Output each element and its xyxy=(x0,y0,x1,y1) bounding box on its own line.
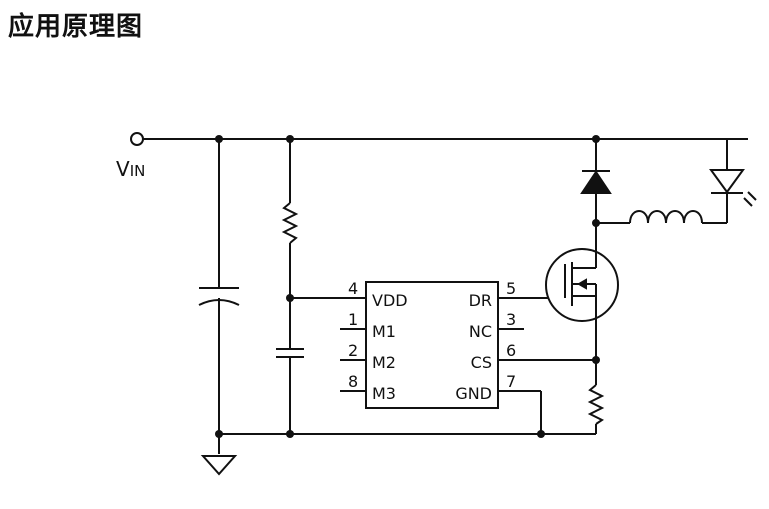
ic-body xyxy=(365,281,499,409)
startup-resistor xyxy=(281,139,299,298)
pin-num-6: 6 xyxy=(506,341,516,360)
diode-icon xyxy=(580,139,612,223)
page-title: 应用原理图 xyxy=(8,12,144,42)
pin-name-m3: M3 xyxy=(372,384,396,403)
terminal-circle-icon xyxy=(130,132,144,146)
pin-num-7: 7 xyxy=(506,372,516,391)
pin-num-1: 1 xyxy=(348,310,358,329)
pin-name-gnd: GND xyxy=(455,384,492,403)
pin-name-dr: DR xyxy=(469,291,492,310)
pin-name-m2: M2 xyxy=(372,353,396,372)
pin-name-vdd: VDD xyxy=(372,291,408,310)
sense-resistor xyxy=(587,360,605,434)
pin-num-5: 5 xyxy=(506,279,516,298)
led-icon xyxy=(709,139,757,207)
pin-name-m1: M1 xyxy=(372,322,396,341)
pin-name-nc: NC xyxy=(469,322,492,341)
ground-icon xyxy=(200,434,238,476)
pin-num-2: 2 xyxy=(348,341,358,360)
pin-num-8: 8 xyxy=(348,372,358,391)
vdd-capacitor xyxy=(276,298,304,434)
vin-label: VIN xyxy=(116,157,145,181)
pin-num-3: 3 xyxy=(506,310,516,329)
pin-num-4: 4 xyxy=(348,279,358,298)
polarized-capacitor-icon xyxy=(198,139,240,434)
pin-name-cs: CS xyxy=(471,353,492,372)
n-mosfet-icon xyxy=(545,223,619,360)
inductor-icon xyxy=(596,194,728,224)
junction-dots xyxy=(215,135,600,438)
